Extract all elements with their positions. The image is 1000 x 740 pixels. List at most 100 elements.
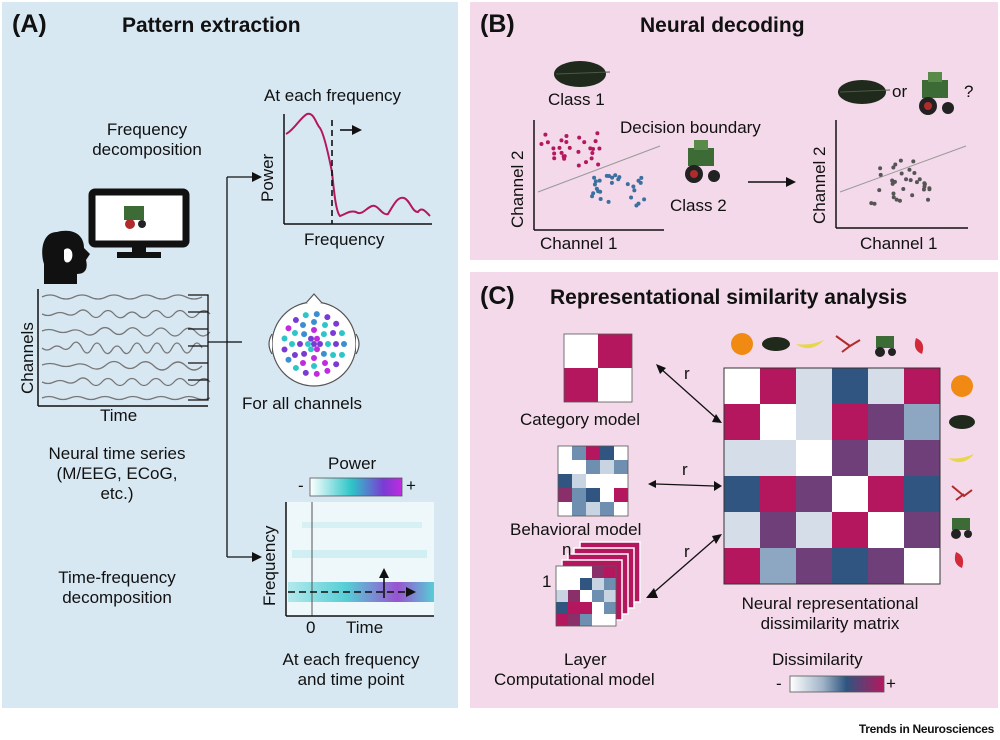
- scatter-point: [625, 182, 630, 187]
- matrix-cell: [556, 578, 568, 590]
- electrode-dot: [333, 320, 340, 327]
- matrix-cell: [580, 590, 592, 602]
- matrix-cell: [580, 602, 592, 614]
- scatter-point: [869, 201, 874, 206]
- head-icon: [42, 230, 90, 284]
- electrode-dot: [289, 341, 295, 347]
- rdm-cell: [904, 368, 940, 404]
- scatter-point: [926, 197, 931, 202]
- leaf-icon: [838, 80, 891, 104]
- electrode-dot: [301, 331, 308, 338]
- scatter-point: [897, 198, 902, 203]
- matrix-cell: [568, 578, 580, 590]
- scatter-point: [576, 163, 581, 168]
- scatter-point: [613, 173, 618, 178]
- matrix-cell: [558, 502, 572, 516]
- scatter-point: [539, 142, 544, 147]
- rdm-cell: [832, 476, 868, 512]
- time-frequency-plot: [285, 502, 434, 617]
- matrix-cell: [604, 614, 616, 626]
- tf-time-axis-label: Time: [346, 618, 384, 637]
- layer-1-label: 1: [542, 572, 552, 591]
- electrode-dot: [320, 331, 327, 338]
- rdm-cell: [904, 548, 940, 584]
- rdm-cell: [760, 440, 796, 476]
- panel-b-graphics: [533, 61, 968, 231]
- scatter-point: [894, 197, 899, 202]
- scatter-point: [908, 178, 913, 183]
- scatter-point: [606, 199, 611, 204]
- panel-letter-c: (C): [480, 282, 515, 310]
- electrode-dot: [314, 346, 320, 353]
- scatter-point: [545, 140, 550, 145]
- panel-letter-a: (A): [12, 10, 47, 38]
- matrix-cell: [592, 614, 604, 626]
- matrix-cell: [558, 488, 572, 502]
- rdm-cell: [796, 476, 832, 512]
- scatter-point: [631, 184, 636, 189]
- matrix-cell: [556, 602, 568, 614]
- matrix-cell: [586, 488, 600, 502]
- matrix-cell: [592, 566, 604, 578]
- matrix-cell: [568, 614, 580, 626]
- rdm-cell: [832, 512, 868, 548]
- scatter-point: [597, 178, 602, 183]
- rdm-cell: [796, 512, 832, 548]
- chili-pepper-icon: [914, 338, 924, 354]
- electrode-dot: [305, 341, 311, 347]
- scatter-point: [596, 162, 601, 167]
- matrix-cell: [558, 474, 572, 488]
- matrix-cell: [604, 578, 616, 590]
- scatter-point: [583, 160, 588, 165]
- rdm-cell: [868, 476, 904, 512]
- rdm-cell: [904, 476, 940, 512]
- scatter-point: [590, 150, 595, 155]
- electrode-dot: [292, 364, 299, 371]
- electrode-dot: [311, 355, 317, 361]
- power-colorbar: [309, 477, 403, 497]
- rdm-cell: [796, 368, 832, 404]
- class2-label: Class 2: [670, 196, 727, 215]
- scatter-point: [582, 140, 587, 145]
- matrix-cell: [604, 566, 616, 578]
- matrix-cell: [614, 502, 628, 516]
- scatter-point: [559, 138, 564, 143]
- rdm-cell: [724, 440, 760, 476]
- for-all-channels-label: For all channels: [242, 394, 363, 413]
- matrix-cell: [556, 614, 568, 626]
- category-model-matrix: [563, 333, 633, 403]
- banana-icon: [948, 454, 974, 463]
- tractor-icon: [919, 72, 954, 115]
- electrode-dot: [330, 352, 337, 358]
- scatter-point: [893, 162, 898, 167]
- power-max-label: +: [406, 476, 416, 495]
- layer-label: Layer: [564, 650, 607, 669]
- rdm-cell: [868, 548, 904, 584]
- decision-boundary-label: Decision boundary: [620, 118, 761, 137]
- electrode-dot: [333, 361, 340, 368]
- tractor-icon: [875, 336, 896, 357]
- rdm-cell: [832, 440, 868, 476]
- dissimilarity-max-label: +: [886, 674, 896, 693]
- matrix-cell: [614, 446, 628, 460]
- behavioral-model-label: Behavioral model: [510, 520, 642, 539]
- power-spectrum-plot: [283, 112, 432, 225]
- rdm-cell: [760, 368, 796, 404]
- scatter-point: [898, 158, 903, 163]
- electrode-dot: [285, 325, 292, 332]
- scatter-point: [567, 145, 572, 150]
- tf-frequency-axis-label: Frequency: [260, 525, 279, 606]
- electrode-dot: [281, 346, 288, 353]
- rdm-cell: [724, 368, 760, 404]
- electrode-dot: [292, 317, 299, 324]
- electrode-dot: [301, 350, 308, 357]
- panel-c-title: Representational similarity analysis: [550, 286, 908, 309]
- dissimilarity-colorbar: [789, 675, 885, 693]
- scatter-point: [911, 159, 916, 164]
- scatter-point: [636, 178, 641, 183]
- electrode-dot: [325, 341, 331, 347]
- scatter-point: [592, 182, 597, 187]
- rdm-cell: [796, 440, 832, 476]
- neural-time-series-label: Neural time series(M/EEG, ECoG,etc.): [48, 444, 186, 503]
